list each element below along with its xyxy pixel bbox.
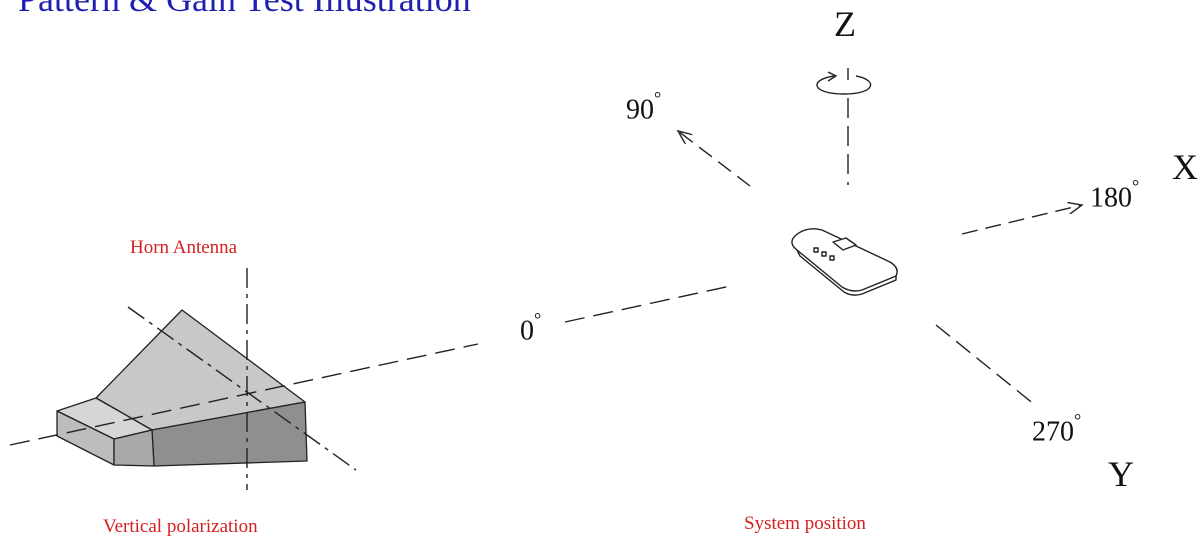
device-edge <box>796 249 897 296</box>
z-rotation-arrowhead <box>827 71 838 82</box>
device-body <box>791 228 898 292</box>
boresight-axis-far <box>564 284 736 323</box>
device-button-2 <box>821 251 827 257</box>
angle-0-label: 0° <box>520 309 541 347</box>
system-position-label: System position <box>744 513 866 534</box>
degree-symbol: ° <box>534 309 542 329</box>
angle-180-value: 180 <box>1090 182 1132 214</box>
angle-270-value: 270 <box>1032 416 1074 448</box>
degree-symbol: ° <box>654 88 662 108</box>
device-button-3 <box>829 255 835 261</box>
horn-antenna-label: Horn Antenna <box>130 237 238 258</box>
z-rotation-arrow <box>816 75 872 95</box>
boresight-axis-near <box>9 343 479 446</box>
horn-antenna-drawing <box>56 309 308 467</box>
vertical-polarization-label: Vertical polarization <box>103 516 258 537</box>
horn-diagonal-axis <box>127 306 357 471</box>
angle-180-arrow <box>961 205 1082 235</box>
degree-symbol: ° <box>1074 410 1082 430</box>
y-axis-label: Y <box>1108 454 1134 494</box>
angle-90-label: 90° <box>626 88 661 126</box>
waveguide-front-face <box>113 429 155 467</box>
x-axis-label: X <box>1172 147 1198 187</box>
device-screen <box>832 237 857 251</box>
angle-270-axis <box>935 324 1036 406</box>
device-button-1 <box>813 247 819 253</box>
diagram-title: Pattern & Gain Test Illustration <box>18 0 471 20</box>
angle-90-value: 90 <box>626 94 654 126</box>
angle-180-label: 180° <box>1090 176 1139 214</box>
angle-90-arrow <box>678 131 751 187</box>
degree-symbol: ° <box>1132 176 1140 196</box>
angle-270-label: 270° <box>1032 410 1081 448</box>
z-axis-label: Z <box>834 4 856 44</box>
angle-0-value: 0 <box>520 315 534 347</box>
device-under-test <box>791 228 898 296</box>
